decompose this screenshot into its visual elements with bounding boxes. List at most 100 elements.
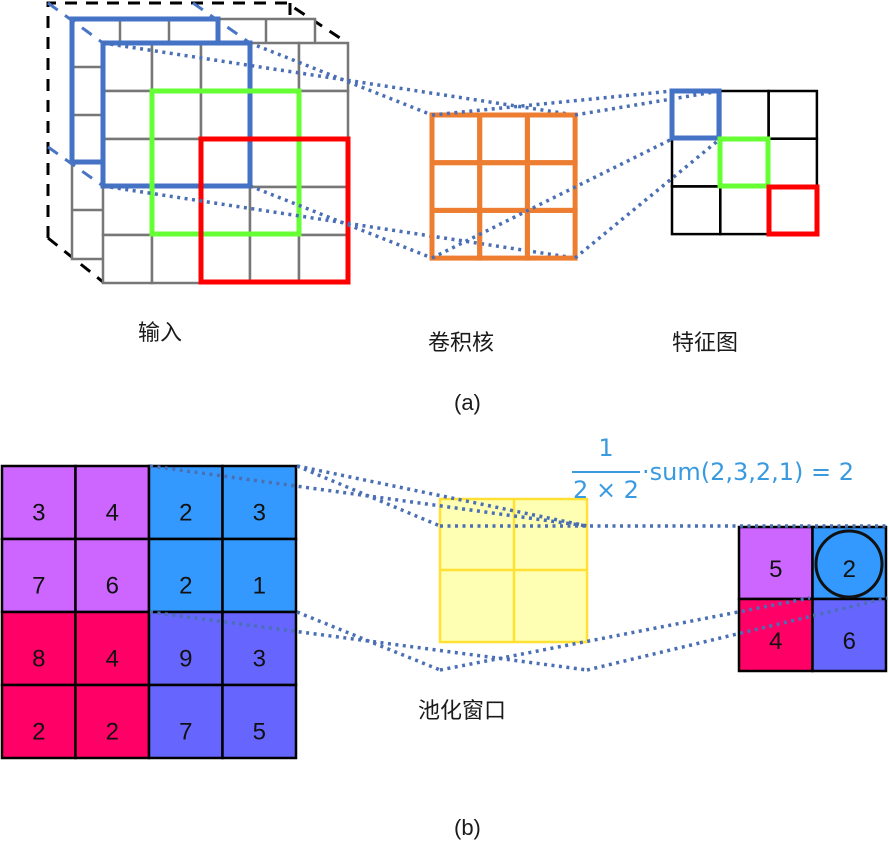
feature-map-cell: [719, 89, 770, 140]
pool-input-value: 5: [253, 719, 266, 746]
depth-edge: [47, 145, 104, 188]
depth-edge: [192, 1, 251, 45]
pool-input-value: 1: [253, 573, 266, 600]
input-cell: [248, 233, 301, 285]
pool-input-cell: [0, 610, 77, 687]
pool-input-value: 4: [106, 646, 119, 673]
pool-output-value: 2: [843, 556, 856, 583]
input-cell: [150, 89, 203, 141]
label-input: 输入: [138, 321, 182, 346]
label-feature-map: 特征图: [672, 331, 738, 356]
input-cell: [150, 185, 203, 237]
pool-input-value: 6: [106, 573, 119, 600]
input-cell: [150, 41, 203, 93]
input-cell: [199, 185, 252, 237]
panel-a: 输入 卷积核 特征图 (a): [46, 1, 820, 415]
input-cell: [297, 89, 350, 141]
projection-line: [296, 610, 441, 672]
input-cell: [199, 89, 252, 141]
feature-map-cell: [719, 185, 770, 236]
kernel-cell: [477, 112, 530, 166]
caption-a: (a): [454, 390, 481, 415]
pool-output-grid: 5 2 4 6: [737, 525, 888, 673]
feature-map-cell: [767, 89, 819, 140]
window-red: [198, 136, 351, 285]
input-cell: [199, 137, 252, 189]
pool-input-cell: [74, 683, 151, 760]
projection-line: [439, 596, 811, 672]
kernel-grid: [429, 112, 578, 261]
pool-output-value: 5: [769, 556, 782, 583]
input-cell: [101, 137, 154, 189]
pool-input-value: 3: [32, 500, 45, 527]
pool-input-cell: [74, 537, 151, 614]
input-cell: [101, 89, 154, 141]
pool-input-cell: [221, 537, 298, 614]
pool-input-value: 2: [32, 719, 45, 746]
depth-edge: [47, 1, 104, 45]
label-kernel: 卷积核: [428, 331, 494, 356]
pool-input-value: 3: [253, 500, 266, 527]
feature-map-cell: [670, 137, 722, 188]
pool-input-value: 2: [106, 719, 119, 746]
pool-input-value: 2: [179, 573, 192, 600]
input-cell: [101, 185, 154, 237]
input-cell: [248, 137, 301, 189]
kernel-cell: [524, 207, 578, 261]
input-cell: [150, 233, 203, 285]
pool-input-value: 7: [32, 573, 45, 600]
input-cell: [150, 137, 203, 189]
pool-output-value: 4: [769, 628, 782, 655]
pool-output-cell: [811, 597, 888, 673]
input-cell: [101, 233, 154, 285]
pool-input-cell: [0, 537, 77, 614]
kernel-cell: [429, 160, 483, 213]
input-cell: [248, 41, 301, 93]
caption-b: (b): [454, 815, 481, 840]
pool-input-cell: [147, 610, 224, 687]
pool-input-value: 3: [253, 646, 266, 673]
projection-line: [249, 184, 433, 260]
kernel-cell: [524, 160, 578, 213]
pool-input-value: 4: [106, 500, 119, 527]
kernel-cell: [429, 207, 483, 261]
formula: 1 2 × 2 ·sum(2,3,2,1) = 2: [572, 434, 854, 504]
pool-input-cell: [221, 610, 298, 687]
pool-input-cell: [0, 683, 77, 760]
highlight-circle: [814, 529, 884, 599]
formula-denominator: 2 × 2: [573, 476, 639, 504]
input-cell: [199, 41, 252, 93]
pool-input-cell: [221, 683, 298, 760]
projection-line: [431, 89, 673, 117]
projection-line: [249, 41, 433, 117]
pool-output-value: 6: [843, 628, 856, 655]
projection-line: [102, 184, 576, 260]
window-green: [149, 88, 302, 237]
formula-expression: ·sum(2,3,2,1) = 2: [642, 458, 854, 486]
pool-input-value: 8: [32, 646, 45, 673]
projection-line: [296, 464, 441, 528]
pool-input-value: 7: [179, 719, 192, 746]
projection-line: [586, 596, 888, 672]
fmap-cell-red: [766, 184, 820, 237]
pool-input-value: 2: [179, 500, 192, 527]
projection-line: [149, 464, 588, 528]
window-blue: [100, 40, 253, 189]
feature-map-cell: [719, 137, 770, 188]
input-cell: [297, 185, 350, 237]
kernel-cell: [429, 112, 483, 166]
projection-line: [574, 89, 721, 117]
pool-input-cell: [147, 683, 224, 760]
projection-line: [431, 137, 673, 260]
input-cell: [297, 233, 350, 285]
input-cell: [297, 137, 350, 189]
fmap-cell-green: [717, 136, 771, 189]
formula-numerator: 1: [598, 434, 613, 462]
input-cell: [199, 233, 252, 285]
kernel-cell: [524, 112, 578, 166]
input-grid: [101, 41, 350, 285]
projection-line: [102, 41, 576, 117]
